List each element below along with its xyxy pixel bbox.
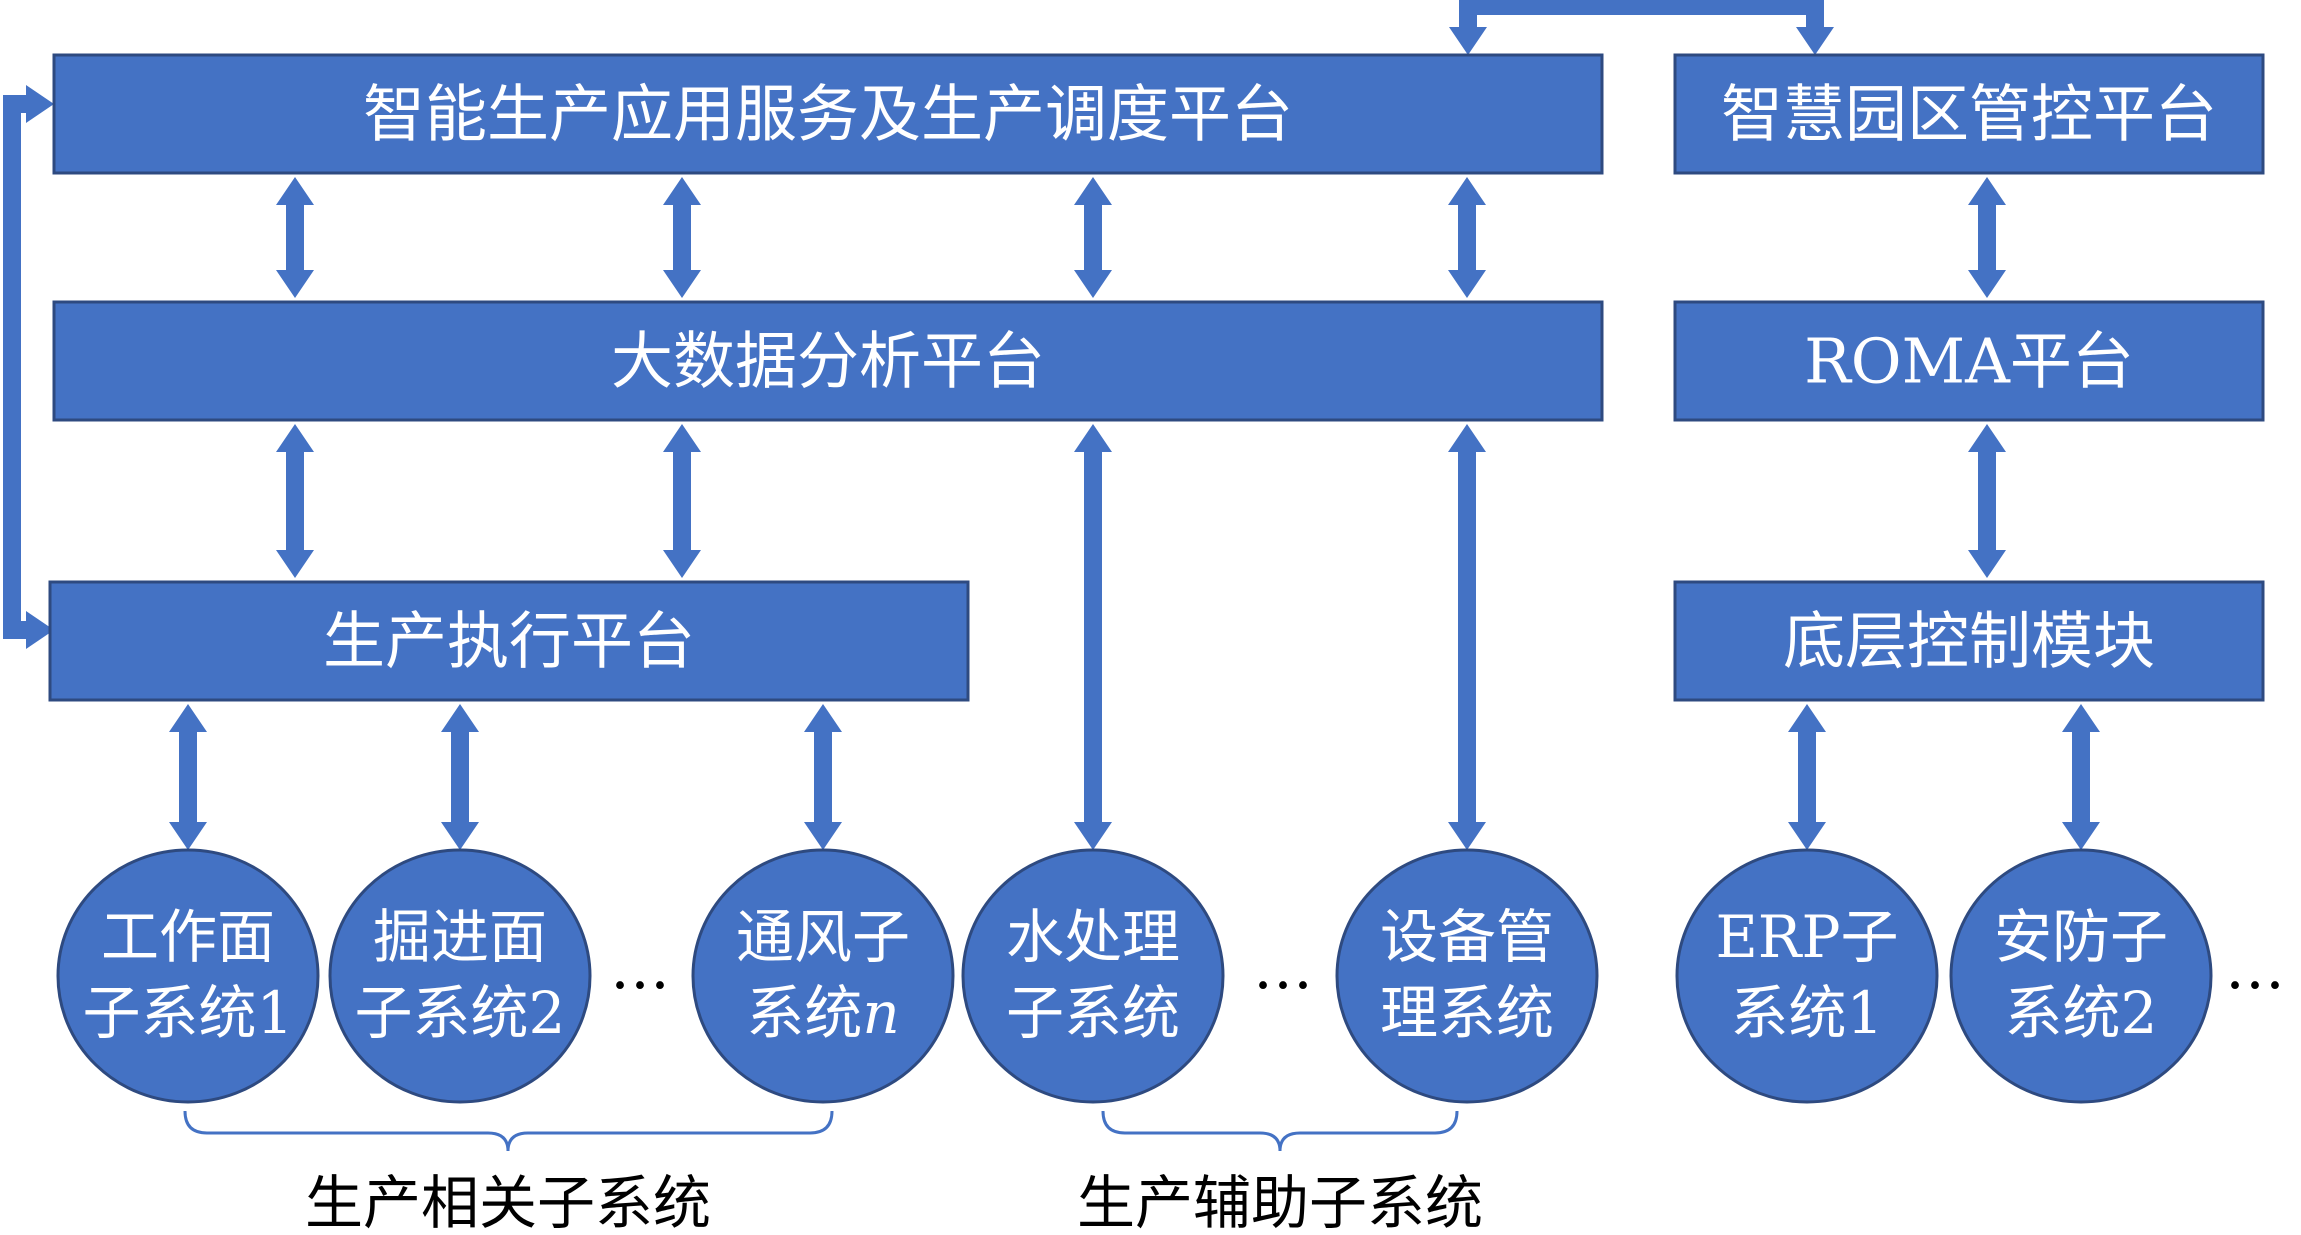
arrow-bottom-to-security [2062, 704, 2100, 850]
ventilation-subsystem-label-line2-text: 系统 [746, 979, 862, 1047]
work-face-subsystem-label-line1: 工作面 [101, 903, 275, 971]
big-data-platform-label: 大数据分析平台 [611, 325, 1045, 398]
big-data-platform-box: 大数据分析平台 [52, 300, 1604, 422]
production-auxiliary-brace [1101, 1110, 1459, 1152]
bottom-control-module-box: 底层控制模块 [1673, 580, 2265, 702]
security-subsystem-label-line1: 安防子 [1994, 903, 2168, 971]
smart-production-platform-label: 智能生产应用服务及生产调度平台 [363, 78, 1293, 151]
arrow-park-to-roma [1968, 177, 2006, 298]
work-face-subsystem-label-line2: 子系统1 [83, 979, 294, 1047]
production-exec-platform-label: 生产执行平台 [323, 605, 695, 678]
roma-platform-box: ROMA平台 [1673, 300, 2265, 422]
erp-subsystem-node: ERP子 系统1 [1675, 848, 1939, 1104]
smart-park-platform-box: 智慧园区管控平台 [1673, 53, 2265, 175]
ventilation-subsystem-node: 通风子 系统n [691, 848, 955, 1104]
water-treatment-subsystem-label-line2: 子系统 [1006, 979, 1180, 1047]
arrow-bigdata-to-exec-1 [276, 424, 314, 578]
arrow-smart-to-bigdata-4 [1448, 177, 1486, 298]
equipment-management-subsystem-label-line1: 设备管 [1380, 903, 1554, 971]
erp-subsystem-label-line2: 系统1 [1731, 979, 1884, 1047]
equipment-management-subsystem-node: 设备管 理系统 [1335, 848, 1599, 1104]
arrow-smart-to-bigdata-2 [663, 177, 701, 298]
water-treatment-subsystem-node: 水处理 子系统 [961, 848, 1225, 1104]
production-related-brace [183, 1110, 834, 1152]
arrow-smart-to-bigdata-1 [276, 177, 314, 298]
water-treatment-subsystem-label-line1: 水处理 [1006, 903, 1180, 971]
arrow-loop-smart-to-exec [3, 85, 54, 649]
production-related-group-label: 生产相关子系统 [305, 1169, 711, 1235]
smart-park-platform-label: 智慧园区管控平台 [1721, 78, 2217, 151]
heading-face-subsystem-label-line1: 掘进面 [373, 903, 547, 971]
erp-subsystem-label-line1: ERP子 [1715, 903, 1898, 971]
arrow-bridge-smart-to-park [1449, 0, 1834, 55]
arrow-roma-to-bottom [1968, 424, 2006, 578]
ellipsis-production-auxiliary: … [1253, 933, 1313, 1003]
production-exec-platform-box: 生产执行平台 [48, 580, 970, 702]
arrow-bigdata-to-water [1074, 424, 1112, 850]
connector-arrows [3, 0, 2100, 850]
arrow-bottom-to-erp [1788, 704, 1826, 850]
security-subsystem-node: 安防子 系统2 [1949, 848, 2213, 1104]
work-face-subsystem-node: 工作面 子系统1 [56, 848, 320, 1104]
arrow-bigdata-to-equipment [1448, 424, 1486, 850]
ventilation-subsystem-label-line2: 系统n [746, 979, 899, 1047]
heading-face-subsystem-label-line2: 子系统2 [355, 979, 566, 1047]
arrow-exec-to-work-face [169, 704, 207, 850]
equipment-management-subsystem-label-line2: 理系统 [1380, 979, 1554, 1047]
heading-face-subsystem-node: 掘进面 子系统2 [328, 848, 592, 1104]
security-subsystem-label-line2: 系统2 [2005, 979, 2158, 1047]
arrow-smart-to-bigdata-3 [1074, 177, 1112, 298]
ventilation-subsystem-label-line2-index: n [862, 979, 899, 1047]
arrow-bigdata-to-exec-2 [663, 424, 701, 578]
bottom-control-module-label: 底层控制模块 [1783, 605, 2155, 678]
ellipsis-park-subsystems: … [2225, 933, 2285, 1003]
arrow-exec-to-heading-face [441, 704, 479, 850]
arrow-exec-to-ventilation [804, 704, 842, 850]
ventilation-subsystem-label-line1: 通风子 [736, 903, 910, 971]
smart-production-platform-box: 智能生产应用服务及生产调度平台 [52, 53, 1604, 175]
ellipsis-production-related: … [610, 933, 670, 1003]
roma-platform-label: ROMA平台 [1804, 325, 2134, 398]
production-auxiliary-group-label: 生产辅助子系统 [1077, 1169, 1483, 1235]
